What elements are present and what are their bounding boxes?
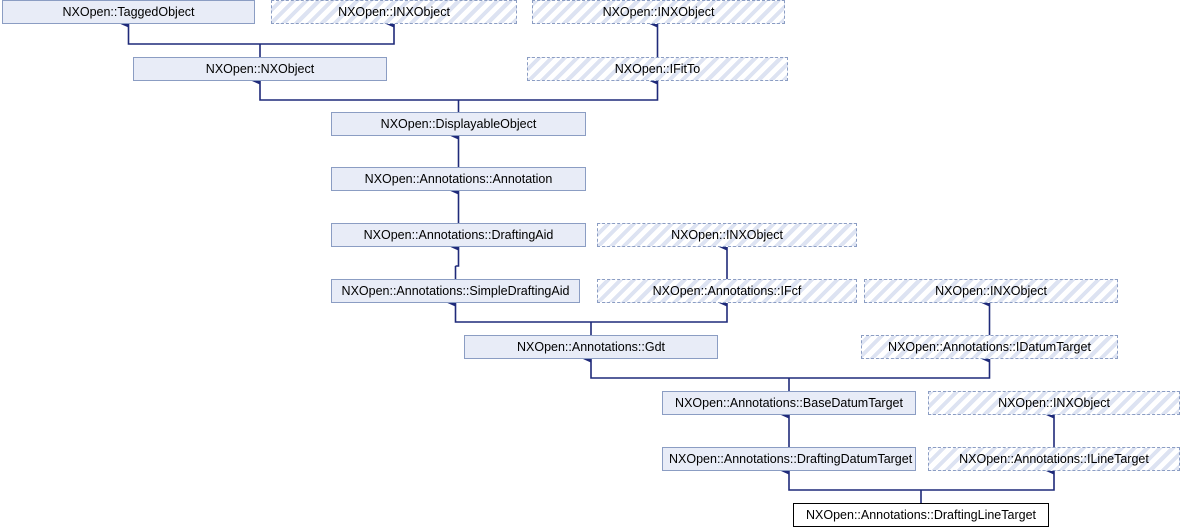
edge-displayableobject-to-nxobject — [252, 77, 459, 101]
node-draftingaid[interactable]: NXOpen::Annotations::DraftingAid — [331, 223, 586, 247]
node-label: NXOpen::Annotations::IDatumTarget — [888, 340, 1091, 354]
node-annotation[interactable]: NXOpen::Annotations::Annotation — [331, 167, 586, 191]
node-inxobject_d[interactable]: NXOpen::INXObject — [864, 279, 1118, 303]
node-label: NXOpen::INXObject — [338, 5, 450, 19]
node-label: NXOpen::Annotations::IFcf — [652, 284, 802, 298]
edge-nxobject-to-inxobject_a — [260, 20, 395, 45]
node-label: NXOpen::TaggedObject — [62, 5, 195, 19]
node-label: NXOpen::INXObject — [602, 5, 715, 19]
node-label: NXOpen::Annotations::Annotation — [364, 172, 553, 186]
node-label: NXOpen::Annotations::BaseDatumTarget — [675, 396, 903, 410]
node-inxobject_e[interactable]: NXOpen::INXObject — [928, 391, 1180, 415]
node-simpledraftingaid[interactable]: NXOpen::Annotations::SimpleDraftingAid — [331, 279, 580, 303]
node-label: NXOpen::Annotations::DraftingDatumTarget — [669, 452, 913, 466]
node-label: NXOpen::IFitTo — [614, 62, 701, 76]
edge-simpledraftingaid-to-draftingaid — [450, 243, 460, 267]
node-label: NXOpen::Annotations::Gdt — [516, 340, 665, 354]
edge-displayableobject-to-ifitto — [458, 77, 659, 101]
edge-draftinglinetarget-to-draftingdatumtarget — [781, 467, 921, 491]
node-taggedobject[interactable]: NXOpen::TaggedObject — [2, 0, 255, 24]
node-draftingdatumtarget[interactable]: NXOpen::Annotations::DraftingDatumTarget — [662, 447, 916, 471]
node-label: NXOpen::NXObject — [205, 62, 315, 76]
node-label: NXOpen::DisplayableObject — [380, 117, 537, 131]
edge-draftinglinetarget-to-ilinetarget — [921, 467, 1055, 491]
edge-basedatumtarget-to-gdt — [583, 355, 789, 379]
node-label: NXOpen::Annotations::DraftingLineTarget — [806, 508, 1036, 522]
node-label: NXOpen::Annotations::SimpleDraftingAid — [341, 284, 570, 298]
edge-gdt-to-ifcf — [591, 299, 728, 323]
node-label: NXOpen::INXObject — [998, 396, 1110, 410]
node-nxobject[interactable]: NXOpen::NXObject — [133, 57, 387, 81]
node-inxobject_b[interactable]: NXOpen::INXObject — [532, 0, 785, 24]
edge-basedatumtarget-to-idatumtarget — [789, 355, 991, 379]
node-displayableobject[interactable]: NXOpen::DisplayableObject — [331, 112, 586, 136]
node-label: NXOpen::INXObject — [671, 228, 783, 242]
edge-nxobject-to-taggedobject — [120, 20, 260, 45]
node-ifitto[interactable]: NXOpen::IFitTo — [527, 57, 788, 81]
node-label: NXOpen::Annotations::ILineTarget — [959, 452, 1149, 466]
node-basedatumtarget[interactable]: NXOpen::Annotations::BaseDatumTarget — [662, 391, 916, 415]
node-draftinglinetarget[interactable]: NXOpen::Annotations::DraftingLineTarget — [793, 503, 1049, 527]
node-ilinetarget[interactable]: NXOpen::Annotations::ILineTarget — [928, 447, 1180, 471]
node-gdt[interactable]: NXOpen::Annotations::Gdt — [464, 335, 718, 359]
node-inxobject_a[interactable]: NXOpen::INXObject — [271, 0, 517, 24]
edge-gdt-to-simpledraftingaid — [447, 299, 591, 323]
node-label: NXOpen::INXObject — [935, 284, 1047, 298]
node-label: NXOpen::Annotations::DraftingAid — [363, 228, 554, 242]
node-inxobject_c[interactable]: NXOpen::INXObject — [597, 223, 857, 247]
node-ifcf[interactable]: NXOpen::Annotations::IFcf — [597, 279, 857, 303]
node-idatumtarget[interactable]: NXOpen::Annotations::IDatumTarget — [861, 335, 1118, 359]
